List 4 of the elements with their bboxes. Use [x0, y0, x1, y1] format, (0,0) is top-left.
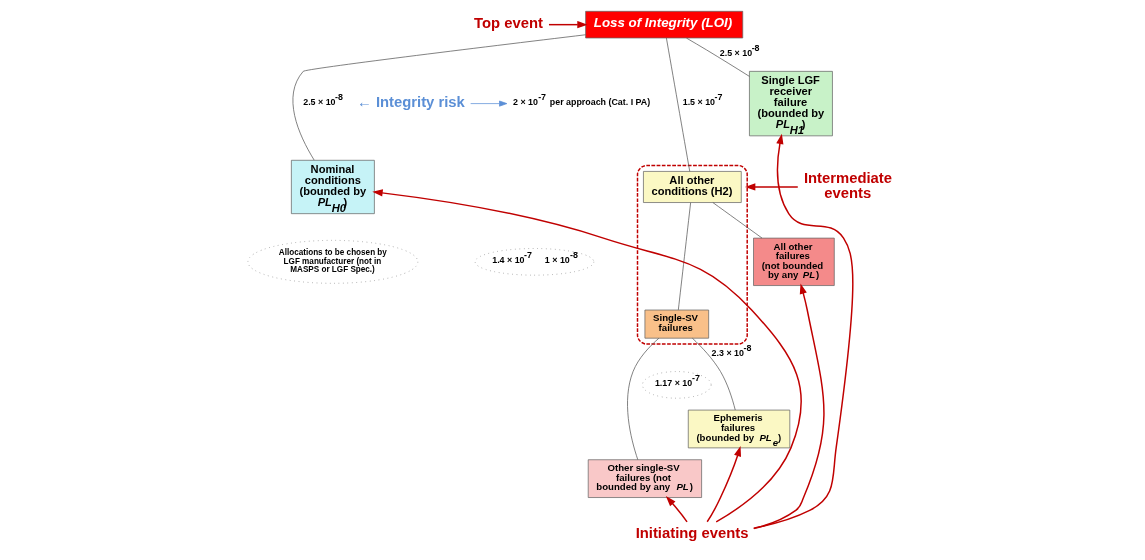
node-text: Initiating events	[635, 525, 748, 542]
node-text: Top event	[473, 14, 543, 31]
node-text: Intermediate events	[803, 170, 892, 202]
node-text: ← Integrity risk	[356, 93, 465, 110]
